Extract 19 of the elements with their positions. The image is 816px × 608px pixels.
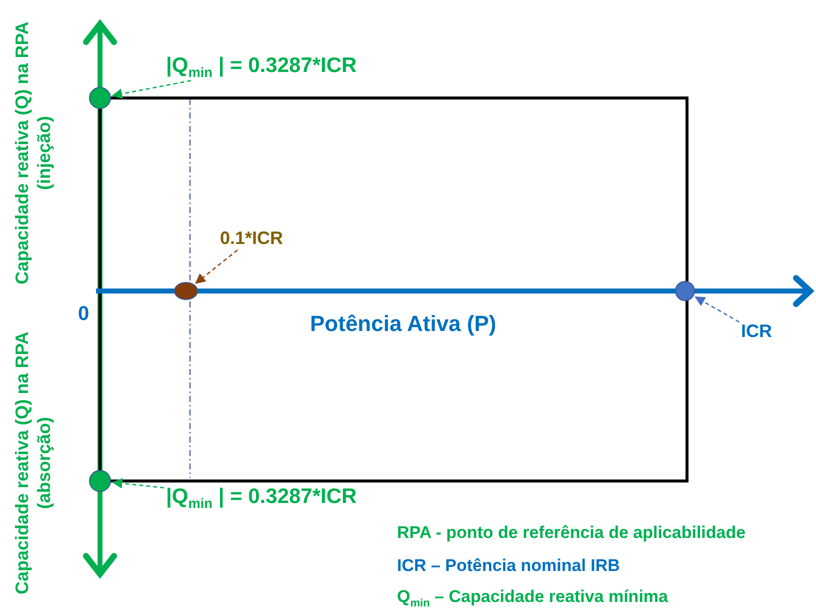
limit-point	[89, 470, 111, 492]
rated-point	[675, 281, 695, 301]
value-label: |Q$_{min}$ | = 0.3287*ICR	[166, 485, 357, 512]
leader-line	[112, 80, 192, 99]
definition-text: Q$_{min}$ – Capacidade reativa mínima	[397, 587, 668, 608]
limit-point	[89, 87, 111, 109]
axis-title: Capacidade reativa (Q) na RPA (injeção)	[12, 20, 55, 286]
value-label: 0.1*ICR	[220, 229, 284, 249]
leader-line	[194, 250, 238, 284]
value-label: ICR	[741, 322, 772, 342]
threshold-point	[174, 282, 198, 300]
leader-line	[694, 296, 740, 323]
leader-line	[112, 478, 164, 489]
axis-title: Potência Ativa (P)	[310, 311, 496, 338]
definition-text: ICR – Potência nominal IRB	[397, 556, 620, 576]
value-label: |Q$_{min}$ | = 0.3287*ICR	[166, 54, 357, 80]
axis-title: Capacidade reativa (Q) na RPA (absorção)	[12, 330, 55, 596]
origin-label: 0	[78, 302, 90, 326]
definition-text: RPA - ponto de referência de aplicabilidade	[397, 523, 746, 544]
